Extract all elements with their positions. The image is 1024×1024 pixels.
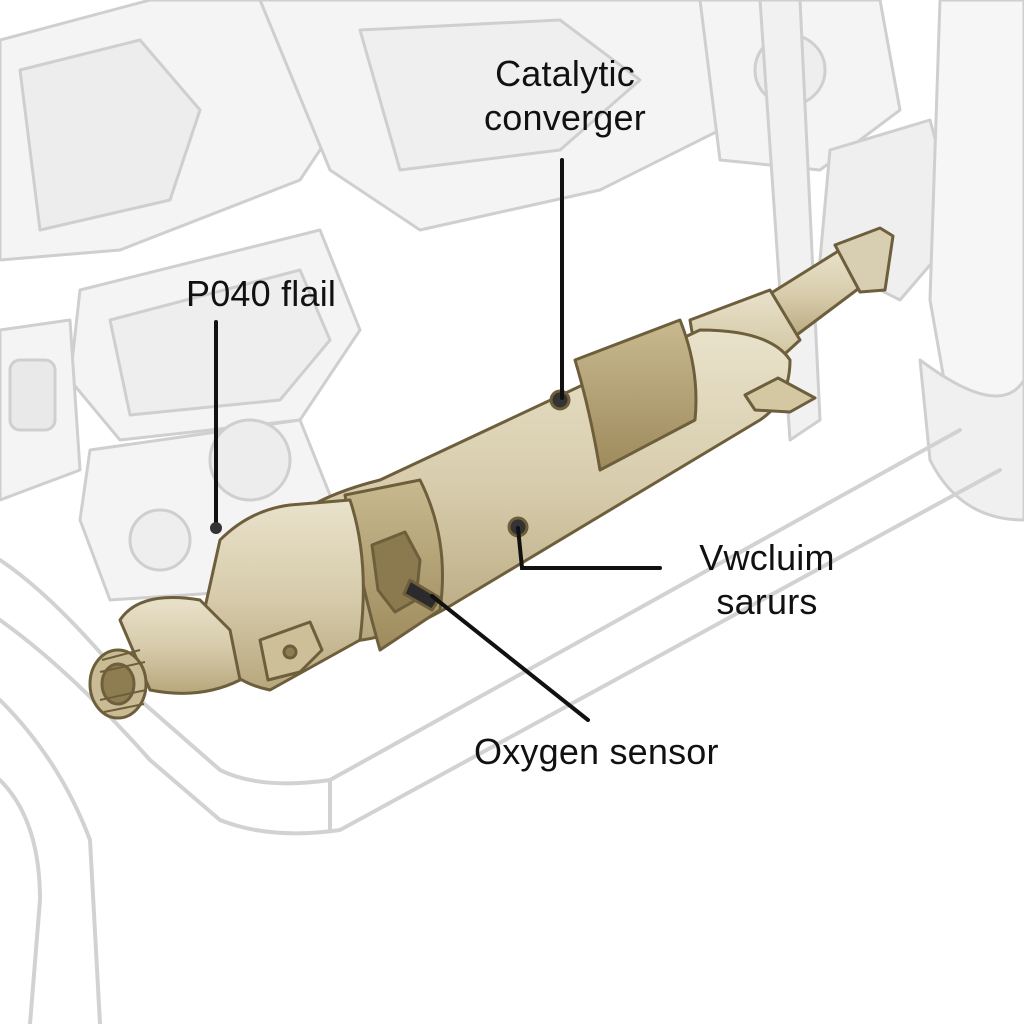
leader-lines [214, 158, 662, 722]
leader-line-vacuum [516, 526, 662, 570]
oxygen-sensor-label: Oxygen sensor [474, 730, 719, 774]
p040-label-text: P040 flail [186, 273, 337, 314]
catalytic-label-line1: Catalytic [495, 53, 635, 94]
catalytic-converter-drawing [88, 226, 895, 720]
oxygen-label-text: Oxygen sensor [474, 731, 719, 772]
p040-target-dot [210, 522, 222, 534]
catalytic-converter-label: Catalytic converger [440, 52, 690, 140]
vacuum-sensor-label: Vwcluim sarurs [672, 536, 862, 624]
leader-line-oxygen [430, 594, 590, 722]
vacuum-label-line2: sarurs [716, 581, 818, 622]
catalytic-label-line2: converger [484, 97, 646, 138]
p040-label: P040 flail [186, 272, 336, 316]
vehicle-floor-sketch [0, 428, 1002, 1024]
vacuum-label-line1: Vwcluim [699, 537, 835, 578]
engine-bay-sketch [0, 0, 1024, 602]
